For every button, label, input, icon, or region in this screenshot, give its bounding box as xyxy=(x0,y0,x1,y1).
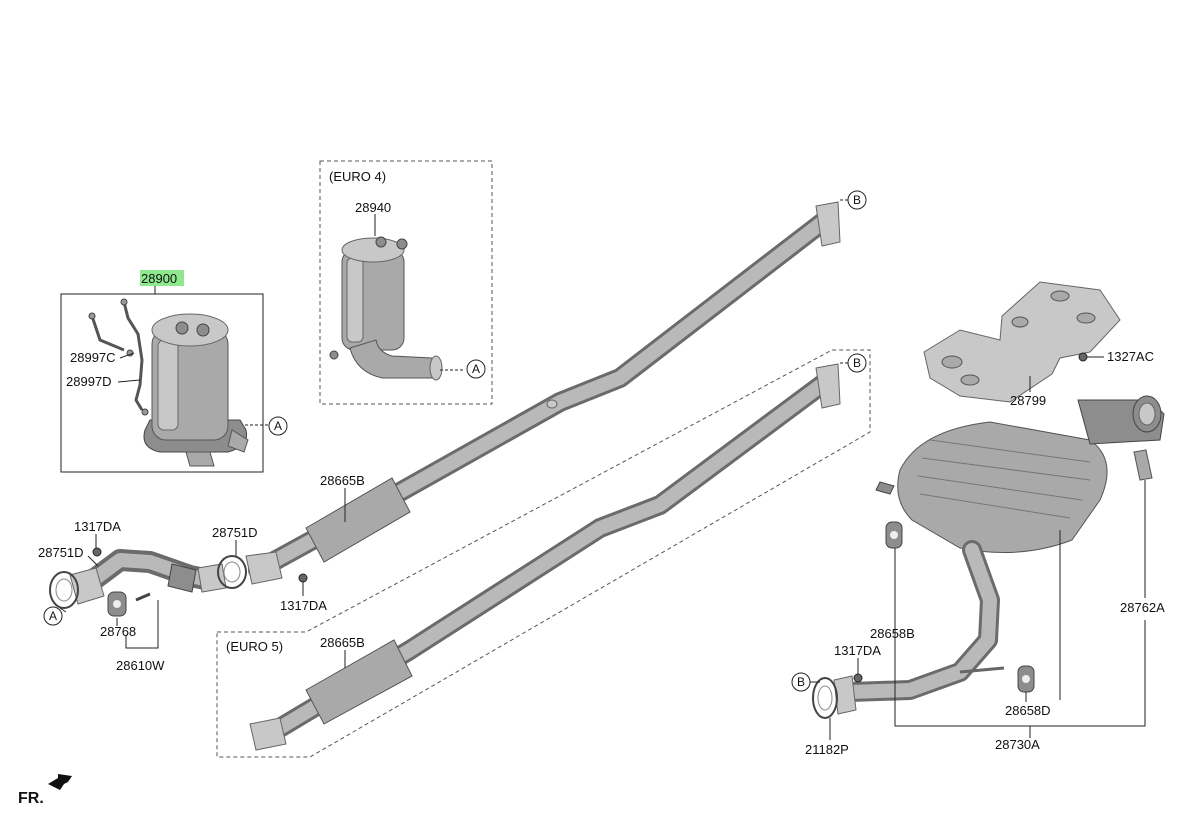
ref-a-euro4[interactable]: A xyxy=(466,359,486,379)
oxygen-sensor-d[interactable] xyxy=(120,298,149,416)
ref-b-euro5[interactable]: B xyxy=(847,353,867,373)
gasket-right[interactable] xyxy=(812,677,838,719)
hanger-28658b[interactable] xyxy=(885,521,903,549)
label-28799[interactable]: 28799 xyxy=(1010,393,1046,408)
euro4-catalytic-converter[interactable] xyxy=(329,236,443,381)
hanger-28762a[interactable] xyxy=(1133,449,1153,481)
nut-left[interactable] xyxy=(92,547,102,557)
catalyst-assembly-box xyxy=(60,293,264,473)
svg-text:A: A xyxy=(49,609,57,623)
ref-b-top[interactable]: B xyxy=(847,190,867,210)
nut-1327ac[interactable] xyxy=(1078,352,1088,362)
label-28900[interactable]: 28900 xyxy=(141,271,177,286)
leader-lines xyxy=(59,199,1146,740)
label-28610w[interactable]: 28610W xyxy=(116,658,165,673)
svg-text:B: B xyxy=(853,356,861,370)
label-28665b-top[interactable]: 28665B xyxy=(320,473,365,488)
ref-a-catalyst[interactable]: A xyxy=(268,416,288,436)
label-28751d-left[interactable]: 28751D xyxy=(38,545,84,560)
front-pipe[interactable] xyxy=(69,549,227,605)
label-28768[interactable]: 28768 xyxy=(100,624,136,639)
svg-text:A: A xyxy=(274,419,282,433)
label-1327ac[interactable]: 1327AC xyxy=(1107,349,1154,364)
label-1317da-mid[interactable]: 1317DA xyxy=(280,598,327,613)
label-28658d[interactable]: 28658D xyxy=(1005,703,1051,718)
ref-a-front[interactable]: A xyxy=(43,606,63,626)
label-21182p[interactable]: 21182P xyxy=(805,742,849,757)
center-pipe-bottom[interactable] xyxy=(249,363,841,751)
label-28762a[interactable]: 28762A xyxy=(1120,600,1165,615)
label-28658b[interactable]: 28658B xyxy=(870,626,915,641)
label-1317da-right[interactable]: 1317DA xyxy=(834,643,881,658)
label-euro5: (EURO 5) xyxy=(226,639,283,654)
hanger-28658d[interactable] xyxy=(1017,665,1035,693)
catalytic-converter-assembly[interactable] xyxy=(143,313,249,467)
front-direction-indicator: FR. xyxy=(18,774,72,807)
label-28751d-mid[interactable]: 28751D xyxy=(212,525,258,540)
label-1317da-left[interactable]: 1317DA xyxy=(74,519,121,534)
label-28940[interactable]: 28940 xyxy=(355,200,391,215)
gasket-left[interactable] xyxy=(49,571,79,609)
svg-text:B: B xyxy=(797,675,805,689)
label-28997c[interactable]: 28997C xyxy=(70,350,116,365)
highlight-28900 xyxy=(140,270,184,286)
ref-b-muffler[interactable]: B xyxy=(791,672,811,692)
bolt-front[interactable] xyxy=(135,592,151,602)
label-euro4: (EURO 4) xyxy=(329,169,386,184)
euro5-dashed-box xyxy=(216,349,871,758)
nut-mid[interactable] xyxy=(298,573,308,583)
hanger-28768[interactable] xyxy=(107,591,127,617)
label-28730a[interactable]: 28730A xyxy=(995,737,1040,752)
nut-right[interactable] xyxy=(853,673,863,683)
center-pipe-top[interactable] xyxy=(245,201,841,585)
label-28665b-bottom[interactable]: 28665B xyxy=(320,635,365,650)
svg-text:B: B xyxy=(853,193,861,207)
rear-muffler[interactable] xyxy=(833,395,1165,715)
gasket-mid[interactable] xyxy=(217,555,247,589)
svg-text:FR.: FR. xyxy=(18,790,44,807)
euro4-dashed-box xyxy=(319,160,493,405)
front-arrow-icon xyxy=(48,774,72,790)
heat-shield[interactable] xyxy=(923,281,1121,403)
svg-text:A: A xyxy=(472,362,480,376)
label-28997d[interactable]: 28997D xyxy=(66,374,112,389)
